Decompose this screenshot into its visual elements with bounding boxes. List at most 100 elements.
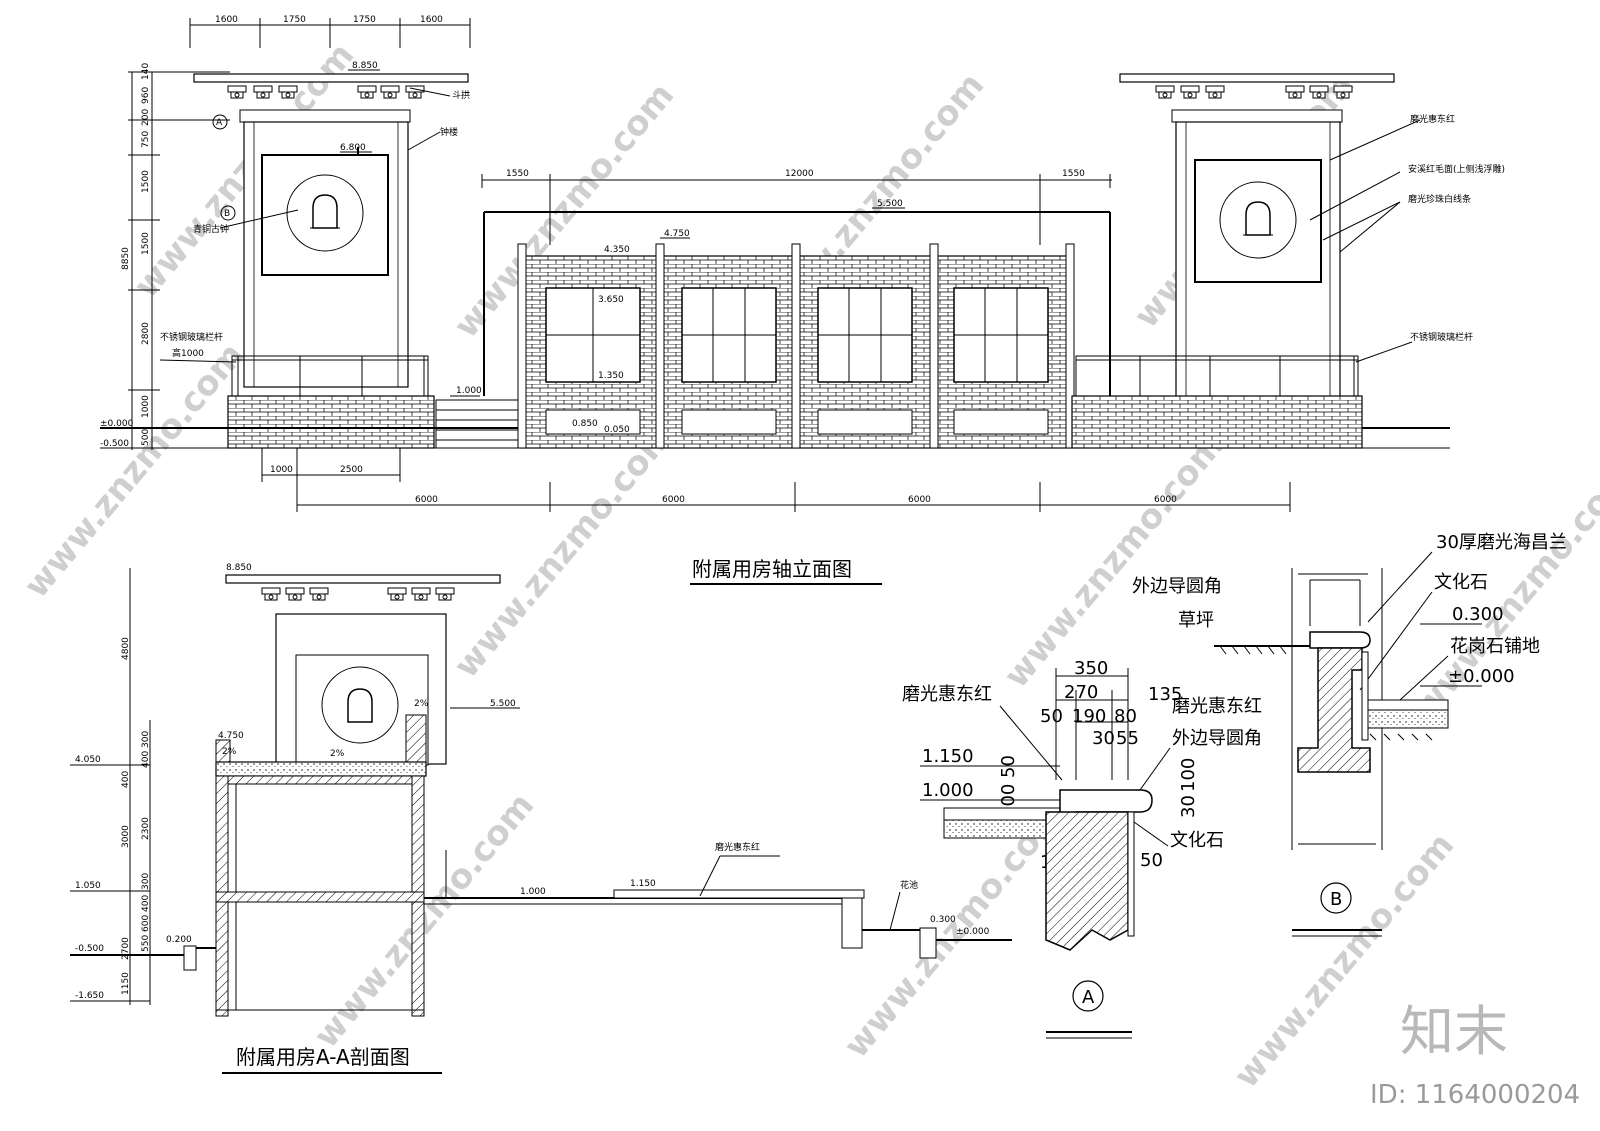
watermark-site: www.znzmo.com [446,415,682,685]
dim-a: 80 [1114,706,1137,727]
level-base: -0.500 [100,439,129,449]
dim-a: 30 [1178,795,1199,818]
dim-top: 1600 [420,15,443,25]
dim-vert: 1500 [141,170,151,193]
dim-a: 190 [1072,706,1106,727]
label-flowerbed: 花池 [900,879,918,891]
elevation-title: 附属用房轴立面图 [692,557,852,581]
detail-a-stone-right: 磨光惠东红 [1172,696,1262,717]
slope: 2% [414,699,429,709]
dim-bottom-short: 1000 [270,465,293,475]
dim-a: 50 [998,755,1019,778]
section-title: 附属用房A-A剖面图 [236,1045,410,1069]
dim-sec: 4800 [121,637,131,660]
dim-mid: 1550 [506,169,529,179]
dim-vert: 140 [141,63,151,80]
dim-mid: 1550 [1062,169,1085,179]
dim-a: 270 [1064,682,1098,703]
level-clock: 6.800 [340,143,366,153]
dim-top: 1600 [215,15,238,25]
level-sec-1150: 1.150 [630,879,656,889]
label-clocktower: 钟楼 [440,126,458,138]
level-win-bot: 1.350 [598,371,624,381]
level-top: 8.850 [352,61,378,71]
dim-sec: 1150 [121,972,131,995]
dim-vert-total: 8850 [121,247,131,270]
level-sec-ground: ±0.000 [956,927,990,937]
dim-sec: 2300 [141,817,151,840]
detail-a-round-right: 外边导圆角 [1172,728,1262,749]
section-drawing: 4800 300 400 400 3000 2300 300 400 600 5… [70,563,1012,1074]
level-sec-1000: 1.000 [520,887,546,897]
dim-sec: 400 [141,895,151,912]
slope: 2% [222,747,237,757]
elevation-drawing: 1600 1750 1750 1600 8850 140 960 200 750… [100,15,1505,585]
dim-vert: 200 [141,109,151,126]
dim-top: 1750 [283,15,306,25]
detail-a-marker: A [1082,987,1095,1008]
label-bell: 青铜古钟 [193,223,229,235]
dim-bottom: 6000 [415,495,438,505]
detail-b: 30厚磨光海昌兰 文化石 0.300 花岗石铺地 ±0.000 B [1214,532,1567,937]
dim-sec: 300 [141,873,151,890]
dim-sec: 400 [121,771,131,788]
detail-b-level-a: 0.300 [1452,604,1504,625]
level-sec-0200: 0.200 [166,935,192,945]
dim-bottom: 6000 [662,495,685,505]
level-low-a: 0.850 [572,419,598,429]
dim-bottom-short: 2500 [340,465,363,475]
detail-a-culture: 文化石 [1170,830,1224,851]
dim-sec: 2700 [121,937,131,960]
dim-sec: 3000 [121,825,131,848]
level-win-top: 4.350 [604,245,630,255]
label-rail-right: 不锈钢玻璃栏杆 [1410,331,1473,343]
watermark-site: www.znzmo.com [16,335,252,605]
level-sec-roof: 5.500 [490,699,516,709]
slope: 2% [330,749,345,759]
level-win-mid: 3.650 [598,295,624,305]
detail-a-stone-left: 磨光惠东红 [902,684,992,705]
label-stone-2: 安溪红毛面(上侧浅浮雕) [1408,163,1505,175]
label-stone-1: 磨光惠东红 [1410,113,1455,125]
detail-a-lawn: 草坪 [1178,610,1214,631]
detail-b-level-b: ±0.000 [1448,666,1515,687]
dim-vert: 500 [141,429,151,446]
watermark-id: ID: 1164000204 [1370,1080,1580,1110]
dim-vert: 960 [141,87,151,104]
level-roof: 5.500 [877,199,903,209]
dim-a: 50 [1140,850,1163,871]
level-low-b: 0.050 [604,425,630,435]
level-a: 1.150 [922,746,974,767]
dim-a: 135 [1148,684,1182,705]
axis-a-marker: A [216,118,223,128]
level-sec: 4.050 [75,755,101,765]
dim-a: 100 [1178,758,1199,792]
label-rail-left: 不锈钢玻璃栏杆 [160,331,223,343]
dim-mid: 12000 [785,169,814,179]
dim-a: 350 [1074,658,1108,679]
dim-top: 1750 [353,15,376,25]
detail-b-cap: 30厚磨光海昌兰 [1436,532,1567,553]
label-rail-left-height: 高1000 [172,347,204,359]
detail-b-paving: 花岗石铺地 [1450,636,1540,657]
level-sec: -1.650 [75,991,104,1001]
level-sec-0300: 0.300 [930,915,956,925]
level-a: 1.000 [922,780,974,801]
dim-sec: 300 [141,731,151,748]
dim-bottom: 6000 [908,495,931,505]
level-sec: 1.050 [75,881,101,891]
dim-bottom: 6000 [1154,495,1177,505]
axis-b-marker: B [224,209,230,219]
dim-vert: 1500 [141,232,151,255]
dim-vert: 2800 [141,322,151,345]
level-step: 1.000 [456,386,482,396]
detail-b-marker: B [1330,889,1342,910]
level-sec: -0.500 [75,944,104,954]
dim-a: 50 [1040,706,1063,727]
dim-sec: 400 [141,751,151,768]
label-sec-stone: 磨光惠东红 [715,841,760,853]
label-stone-3: 磨光珍珠白线条 [1408,193,1471,205]
label-dougong: 斗拱 [452,89,470,101]
watermark-logo: 知末 [1400,1000,1508,1063]
